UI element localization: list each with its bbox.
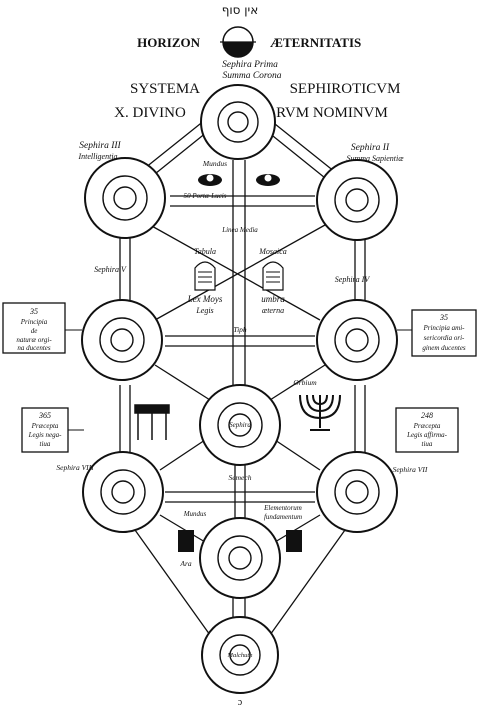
mundus-label: Mundus	[202, 159, 227, 168]
title-right-1: SEPHIROTICVM	[290, 81, 401, 97]
svg-text:365: 365	[38, 411, 51, 420]
channel-7-10	[269, 529, 346, 636]
fundamentum-label: fundamentum	[264, 513, 302, 521]
svg-text:248: 248	[421, 411, 433, 420]
horizon-left: HORIZON	[137, 35, 200, 50]
channel-3-4	[149, 224, 321, 321]
svg-text:35: 35	[29, 307, 38, 316]
orbium-label: Orbium	[293, 378, 317, 387]
lux-label: 50 Portæ Lucis	[184, 192, 227, 200]
sephira-6-tiphereth	[199, 384, 281, 466]
semech-label: Semech	[229, 473, 252, 482]
svg-text:35: 35	[439, 313, 448, 322]
elementorum-label: Elementorum	[263, 504, 302, 512]
side-box-left-top: 35 Principia de naturæ orgi- na ducentes	[2, 302, 82, 354]
svg-text:de: de	[31, 327, 38, 335]
sephira-7-label: Sephira VII	[393, 465, 428, 474]
title-left-1: SYSTEMA	[130, 81, 200, 97]
sephira-3-sublabel: Intelligentia	[77, 152, 117, 161]
channel-4-6	[269, 364, 326, 401]
channel-6-8	[159, 439, 206, 471]
ara-label: Ara	[179, 559, 192, 568]
svg-text:naturæ orgi-: naturæ orgi-	[16, 336, 52, 344]
bottom-letter: ɔ	[238, 697, 243, 708]
title-left-2: X. DIVINO	[114, 105, 186, 121]
sephira-7-netzach	[316, 451, 398, 533]
tablets-icon	[194, 261, 284, 291]
sephira-4-label: Sephira IV	[335, 275, 371, 284]
mundus-rerum-label: Mundus	[183, 510, 207, 518]
channel-5-6	[154, 364, 211, 401]
sephira-6-inner-label: Sephira	[229, 421, 251, 429]
channel-6-7	[274, 439, 321, 471]
sephira-1-kether	[200, 84, 276, 160]
svg-text:sericordia ori-: sericordia ori-	[424, 334, 465, 342]
side-box-right-top: 35 Principia ami- sericordia ori- ginem …	[397, 309, 477, 357]
sephira-2-label: Sephira II	[351, 143, 390, 153]
sephira-8-hod	[82, 451, 164, 533]
sephira-3-label: Sephira III	[79, 141, 121, 151]
top-hebrew: אין סוף	[222, 3, 259, 17]
svg-text:Legis affirma-: Legis affirma-	[406, 431, 448, 439]
menorah-icon	[299, 394, 341, 431]
sephira-3-binah	[84, 157, 166, 239]
sub-line-1: Sephira Prima	[222, 60, 278, 70]
svg-text:Principia: Principia	[20, 318, 48, 326]
mosaica-label: Mosaica	[258, 247, 287, 256]
channel-2-5	[154, 224, 326, 321]
sephira-10-malkuth	[201, 616, 279, 694]
svg-text:Præcepta: Præcepta	[413, 422, 441, 430]
svg-text:Legis nega-: Legis nega-	[28, 431, 63, 439]
tabula-label: Tabula	[194, 247, 216, 256]
sephira-9-yesod	[199, 517, 281, 599]
cherubim-icon	[198, 174, 280, 186]
horizon-moon-icon	[220, 26, 256, 58]
svg-text:tiua: tiua	[422, 440, 433, 448]
svg-text:Præcepta: Præcepta	[31, 422, 59, 430]
sephira-4-chesed	[316, 299, 398, 381]
sephira-2-chokmah	[316, 159, 398, 241]
sub-line-2: Summa Corona	[222, 71, 281, 81]
svg-text:tiua: tiua	[40, 440, 51, 448]
channel-1-2b	[262, 127, 336, 187]
ara-icon	[178, 530, 302, 552]
channel-8-10	[134, 529, 211, 636]
horizon-right: ÆTERNITATIS	[270, 35, 361, 50]
tiph-label: Tiph	[233, 325, 247, 334]
legis-label: Legis	[195, 306, 213, 315]
sephira-5-geburah	[81, 299, 163, 381]
sephira-10-inner-label: Malchuth	[227, 652, 253, 659]
sephira-5-label: Sephira V	[94, 265, 127, 274]
aeterna-label: æterna	[262, 306, 284, 315]
linea-media-label: Linea Media	[221, 226, 258, 234]
channels	[119, 119, 366, 636]
svg-text:ginem ducentes: ginem ducentes	[422, 344, 466, 352]
side-box-right-bottom: 248 Præcepta Legis affirma- tiua	[395, 407, 459, 453]
altar-icon	[134, 404, 170, 440]
svg-text:na ducentes: na ducentes	[17, 344, 51, 352]
umbra-label: umbra	[261, 294, 285, 304]
side-box-left-bottom: 365 Præcepta Legis nega- tiua	[21, 407, 84, 453]
sephira-8-label: Sephira VIII	[56, 463, 94, 472]
title-right-2: RVM NOMINVM	[276, 105, 388, 121]
sephira-2-sublabel: Summa Sapientiæ	[346, 154, 404, 163]
svg-text:Principia ami-: Principia ami-	[422, 324, 465, 332]
lex-moys-label: Lex Moys	[187, 294, 223, 304]
